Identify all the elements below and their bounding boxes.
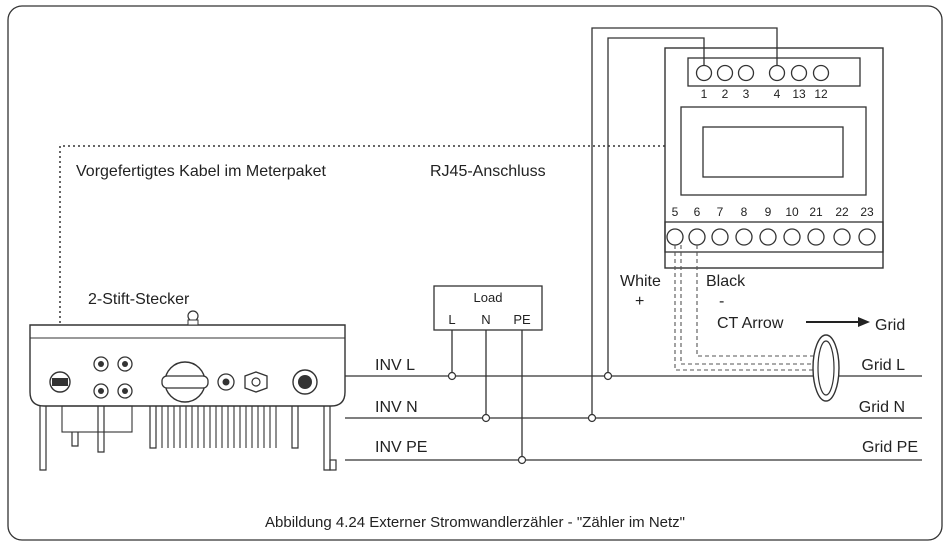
terminal-label: 8 xyxy=(741,205,748,219)
junction xyxy=(517,455,527,465)
meter-bottom-terminal-block xyxy=(664,221,884,253)
grid-l-label: Grid L xyxy=(861,357,905,374)
ct-clamp xyxy=(812,334,840,402)
terminal-2 xyxy=(716,64,734,82)
load-rect xyxy=(433,285,543,331)
white-label: White xyxy=(620,273,661,290)
mounting-legs xyxy=(39,406,337,471)
terminal-label: 10 xyxy=(785,205,799,219)
terminal-3 xyxy=(737,64,755,82)
black-label: Black xyxy=(706,273,746,290)
terminal-label: 23 xyxy=(860,205,874,219)
cable-label: Vorgefertigtes Kabel im Meterpaket xyxy=(76,163,326,180)
junction xyxy=(587,413,597,423)
terminal-8 xyxy=(735,228,753,246)
rj45-cable xyxy=(59,145,665,380)
terminal-1 xyxy=(695,64,713,82)
inverter-top-port-base xyxy=(187,319,199,326)
figure-caption: Abbildung 4.24 Externer Stromwandlerzähl… xyxy=(265,514,685,531)
load-pe-label: PE xyxy=(513,312,531,327)
inv-pe-label: INV PE xyxy=(375,439,427,456)
terminal-label: 6 xyxy=(694,205,701,219)
heatsink xyxy=(61,405,277,448)
terminal-7 xyxy=(711,228,729,246)
rj45-port-inner xyxy=(52,378,68,386)
inverter-illustration xyxy=(29,310,346,471)
leg xyxy=(97,406,105,453)
ct-clamp-inner xyxy=(817,340,835,396)
ground-lug xyxy=(329,459,337,471)
ct-lead-white xyxy=(680,245,813,365)
ct-lead-black xyxy=(696,245,815,357)
terminal-22 xyxy=(833,228,851,246)
terminal-label: 9 xyxy=(765,205,772,219)
load-title: Load xyxy=(474,290,503,305)
energy-meter: 1 2 3 4 13 12 5 6 7 8 9 10 21 22 23 xyxy=(664,47,884,269)
terminal-label: 13 xyxy=(792,87,806,101)
dc-connector-pin xyxy=(122,388,128,394)
grid-label: Grid xyxy=(875,317,905,334)
heatsink-plate xyxy=(61,405,133,433)
ct-arrowhead-icon xyxy=(858,317,870,327)
hex-gland-center xyxy=(251,377,261,387)
terminal-label: 12 xyxy=(814,87,828,101)
junction xyxy=(603,371,613,381)
ct-lead-white xyxy=(674,245,813,371)
grid-pe-label: Grid PE xyxy=(862,439,918,456)
plus-label: + xyxy=(635,293,644,310)
terminal-9 xyxy=(759,228,777,246)
load-l-label: L xyxy=(448,312,455,327)
dc-connector-pin xyxy=(98,388,104,394)
junction xyxy=(447,371,457,381)
terminal-label: 5 xyxy=(672,205,679,219)
junction xyxy=(481,413,491,423)
ac-connector-center xyxy=(298,375,312,389)
terminal-13 xyxy=(790,64,808,82)
wire-terminal-4-to-n xyxy=(591,27,778,418)
leg xyxy=(323,406,331,471)
leg xyxy=(291,406,299,449)
terminal-10 xyxy=(783,228,801,246)
grid-n-label: Grid N xyxy=(859,399,905,416)
plug-label: 2-Stift-Stecker xyxy=(88,291,190,308)
terminal-23 xyxy=(858,228,876,246)
load-box: Load L N PE xyxy=(433,285,543,331)
dc-switch-handle xyxy=(161,375,209,389)
leg xyxy=(71,432,79,447)
rj45-label: RJ45-Anschluss xyxy=(430,163,546,180)
terminal-label: 4 xyxy=(774,87,781,101)
terminal-label: 22 xyxy=(835,205,849,219)
leg xyxy=(39,406,47,471)
meter-display-frame xyxy=(680,106,867,196)
leg xyxy=(149,406,157,449)
terminal-4 xyxy=(768,64,786,82)
inv-l-label: INV L xyxy=(375,357,415,374)
terminal-12 xyxy=(812,64,830,82)
meter-top-terminal-block xyxy=(687,57,861,87)
minus-label: - xyxy=(719,293,724,310)
cable-gland-center xyxy=(222,378,230,386)
meter-display xyxy=(702,126,844,178)
load-n-label: N xyxy=(481,312,490,327)
terminal-label: 1 xyxy=(701,87,708,101)
ct-arrow-label: CT Arrow xyxy=(717,315,784,332)
terminal-label: 3 xyxy=(743,87,750,101)
terminal-label: 7 xyxy=(717,205,724,219)
terminal-6 xyxy=(688,228,706,246)
terminal-21 xyxy=(807,228,825,246)
wire-terminal-1-to-l xyxy=(607,37,705,376)
terminal-label: 2 xyxy=(722,87,729,101)
inv-n-label: INV N xyxy=(375,399,418,416)
meter-body xyxy=(664,47,884,269)
dc-connector-pin xyxy=(122,361,128,367)
diagram-frame xyxy=(7,5,943,541)
dc-connector-pin xyxy=(98,361,104,367)
terminal-label: 21 xyxy=(809,205,823,219)
terminal-5 xyxy=(666,228,684,246)
